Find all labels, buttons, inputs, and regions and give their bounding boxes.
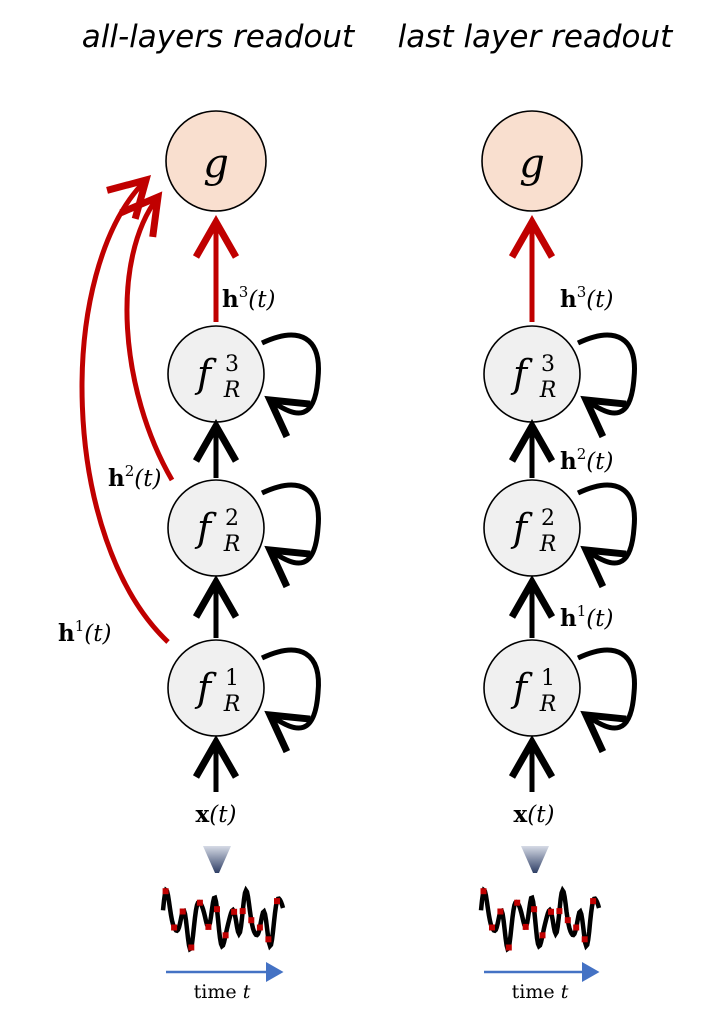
- sample-marker: [539, 932, 546, 939]
- time-label: time t: [512, 981, 569, 1003]
- sample-marker: [188, 944, 195, 951]
- sample-marker: [505, 944, 512, 951]
- sample-marker: [248, 917, 255, 924]
- state-label-h3: h3(t): [222, 283, 275, 313]
- sample-marker: [256, 924, 263, 931]
- sampling-funnel: [203, 846, 231, 873]
- sample-marker: [196, 899, 203, 906]
- svg-text:R: R: [223, 532, 241, 557]
- sample-marker: [265, 936, 272, 943]
- sample-marker: [222, 932, 229, 939]
- state-label-h2: h2(t): [560, 445, 613, 475]
- svg-text:1: 1: [225, 666, 239, 691]
- sample-marker: [514, 899, 521, 906]
- sample-marker: [581, 936, 588, 943]
- state-label-h3: h3(t): [560, 283, 613, 313]
- reservoir-node-layer3: f 3 R: [167, 325, 321, 439]
- reservoir-node-layer2: f 2 R: [483, 479, 637, 589]
- readout-node-label: g: [203, 141, 229, 187]
- state-label-h1: h1(t): [58, 617, 111, 647]
- readout-node: [481, 110, 583, 212]
- self-loop-arrow: [260, 482, 321, 589]
- sample-marker: [522, 923, 529, 930]
- sample-marker: [214, 906, 220, 913]
- self-loop-arrow: [576, 332, 637, 439]
- sample-marker: [239, 908, 246, 915]
- panel-title: all-layers readout: [82, 19, 356, 55]
- state-label-h1: h1(t): [560, 602, 613, 632]
- sample-marker: [274, 898, 280, 905]
- sample-marker: [548, 908, 554, 915]
- svg-text:3: 3: [225, 352, 239, 377]
- panel-last-layer: last layer readout g f 3 R f 2 R f 1 R: [398, 19, 675, 1003]
- sample-marker: [179, 908, 186, 915]
- svg-text:3: 3: [541, 352, 555, 377]
- readout-arrow-layer1: [79, 175, 170, 644]
- sample-marker: [480, 888, 487, 895]
- sample-marker: [497, 908, 504, 915]
- sample-marker: [531, 906, 538, 913]
- sample-marker: [573, 924, 580, 931]
- sampling-funnel: [521, 846, 549, 873]
- self-loop-arrow: [260, 332, 321, 439]
- panel-all-layers: all-layers readout g f 3 R f 2 R f 1: [58, 19, 356, 1003]
- time-label: time t: [194, 981, 251, 1003]
- sample-marker: [564, 917, 571, 924]
- reservoir-node-layer3: f 3 R: [483, 325, 637, 439]
- svg-text:2: 2: [541, 506, 555, 531]
- reservoir-node-layer1: f 1 R: [167, 639, 321, 754]
- readout-node: [165, 110, 267, 212]
- sample-marker: [590, 898, 597, 905]
- readout-arrow-layer2: [119, 191, 175, 482]
- state-label-h2: h2(t): [108, 462, 161, 492]
- time-series-signal: [160, 885, 286, 953]
- sample-marker: [171, 924, 178, 931]
- sample-marker: [162, 888, 169, 895]
- svg-text:2: 2: [225, 506, 239, 531]
- svg-text:R: R: [539, 692, 557, 717]
- time-series-signal: [478, 885, 602, 953]
- sample-marker: [489, 924, 495, 931]
- reservoir-node-layer2: f 2 R: [167, 479, 321, 589]
- svg-text:R: R: [539, 378, 557, 403]
- svg-text:R: R: [223, 378, 241, 403]
- input-label: x(t): [196, 801, 237, 828]
- panel-title: last layer readout: [398, 19, 675, 55]
- svg-text:R: R: [539, 532, 557, 557]
- sample-marker: [205, 923, 212, 930]
- self-loop-arrow: [260, 647, 321, 754]
- self-loop-arrow: [576, 482, 637, 589]
- self-loop-arrow: [576, 647, 637, 754]
- sample-marker: [231, 908, 238, 915]
- readout-node-label: g: [519, 141, 545, 187]
- svg-text:R: R: [223, 692, 241, 717]
- sample-marker: [556, 908, 563, 915]
- reservoir-node-layer1: f 1 R: [483, 639, 637, 754]
- input-label: x(t): [514, 801, 555, 828]
- svg-text:1: 1: [541, 666, 555, 691]
